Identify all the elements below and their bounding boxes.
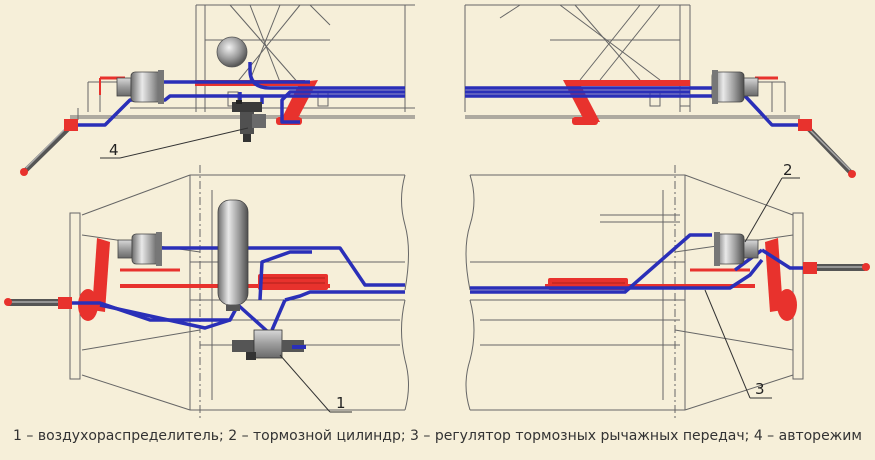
- coupling-hose-top-right: [798, 119, 856, 178]
- callout-1-label: 1: [336, 394, 346, 412]
- callout-4-label: 4: [109, 141, 119, 159]
- brake-system-diagram: 4: [4, 4, 870, 420]
- main-reservoir: [217, 199, 249, 311]
- callout-2: 2: [744, 161, 800, 243]
- callout-3: 3: [704, 289, 772, 399]
- callout-3-label: 3: [755, 380, 765, 398]
- brake-cylinder-top-right: [711, 70, 759, 104]
- coupling-hose-bottom-left: [4, 297, 72, 309]
- reservoir-sphere: [216, 36, 248, 68]
- brake-cylinder-bottom-left: [117, 232, 162, 266]
- callout-2-label: 2: [783, 161, 793, 179]
- top-left-side-view: [70, 4, 415, 120]
- callout-4: 4: [100, 127, 249, 159]
- air-distributor: [232, 329, 306, 360]
- bottom-left-air-lines: [60, 246, 405, 334]
- brake-cylinder-top-left: [116, 70, 164, 104]
- coupling-hose-bottom-right: [803, 262, 870, 274]
- auto-regime-device: [232, 100, 266, 142]
- top-right-side-view: [464, 4, 800, 119]
- callout-1: 1: [279, 354, 352, 413]
- figure-caption: 1 – воздухораспределитель; 2 – тормозной…: [13, 428, 862, 444]
- brake-cylinder-bottom-right: [714, 232, 759, 266]
- bottom-right-plan-view: [465, 165, 804, 420]
- coupling-hose-top-left: [20, 119, 78, 176]
- bottom-right-air-lines: [470, 233, 812, 294]
